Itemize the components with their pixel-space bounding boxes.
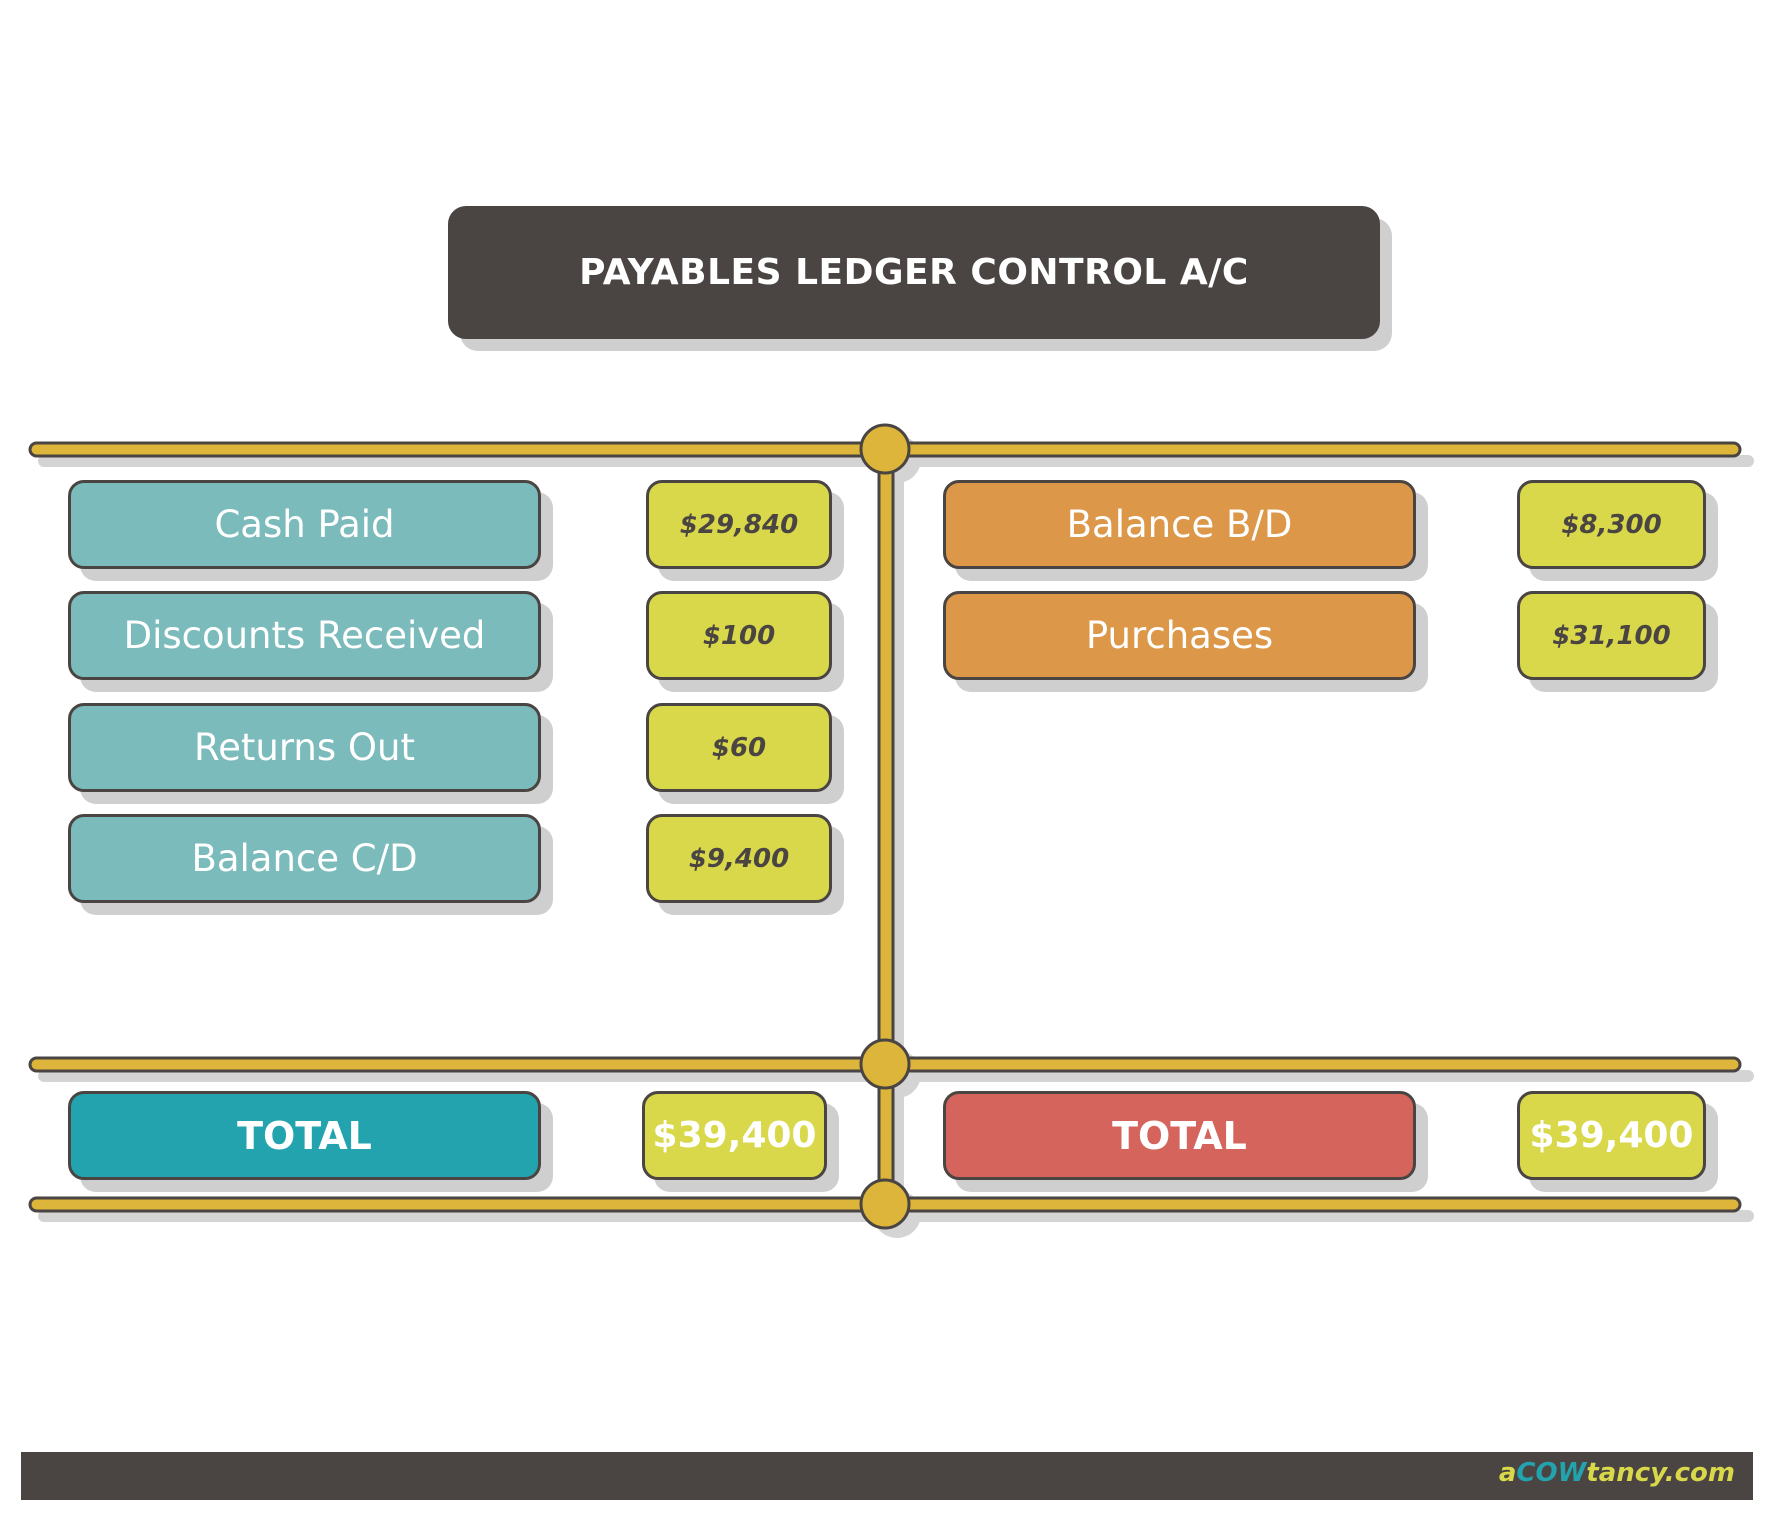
credit-total-label: TOTAL [943,1091,1416,1180]
frame-lines [28,423,1742,1230]
debit-item-amount: $9,400 [646,814,832,903]
logo-cow: COW [1516,1458,1587,1488]
logo-prefix: a [1498,1458,1517,1488]
debit-item-label: Cash Paid [68,480,541,569]
debit-item-amount: $29,840 [646,480,832,569]
center-divider [877,448,895,1207]
logo-suffix: tancy.com [1586,1458,1735,1488]
debit-total-label: TOTAL [68,1091,541,1180]
bottom-joint [859,1178,911,1230]
brand-logo: aCOWtancy.com [1499,1458,1735,1488]
debit-item-label: Discounts Received [68,591,541,680]
debit-item-amount: $60 [646,703,832,792]
debit-total-amount: $39,400 [642,1091,827,1180]
credit-total-amount: $39,400 [1517,1091,1706,1180]
total-joint [859,1038,911,1090]
credit-item-label: Balance B/D [943,480,1416,569]
credit-item-label: Purchases [943,591,1416,680]
top-joint [859,423,911,475]
credit-item-amount: $8,300 [1517,480,1706,569]
ledger-title: PAYABLES LEDGER CONTROL A/C [448,206,1380,339]
debit-item-label: Returns Out [68,703,541,792]
debit-item-amount: $100 [646,591,832,680]
credit-item-amount: $31,100 [1517,591,1706,680]
debit-item-label: Balance C/D [68,814,541,903]
footer-bar: aCOWtancy.com [21,1452,1753,1500]
